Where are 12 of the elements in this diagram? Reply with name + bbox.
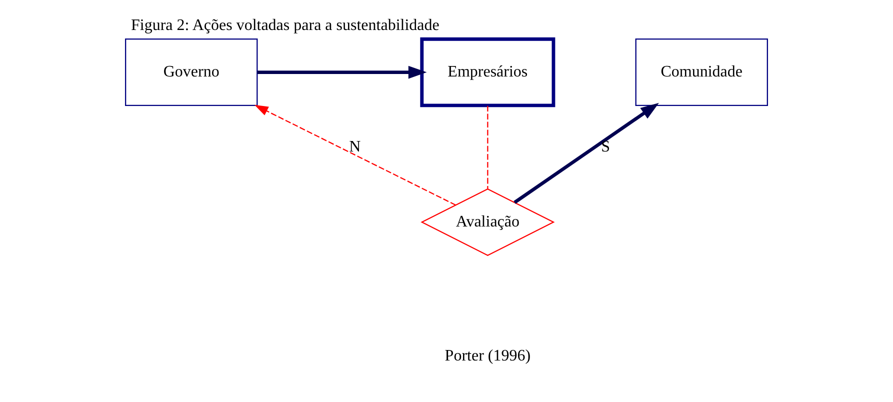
edge-label: N bbox=[349, 138, 361, 156]
node-box: Comunidade bbox=[635, 38, 768, 106]
arrow bbox=[254, 104, 456, 206]
connector bbox=[487, 106, 488, 189]
node-diamond: Avaliação bbox=[420, 188, 555, 256]
edge-label: S bbox=[601, 138, 610, 156]
node-box: Empresários bbox=[420, 37, 556, 108]
arrow bbox=[514, 102, 659, 204]
diagram-title: Figura 2: Ações voltadas para a sustentabilidade bbox=[131, 17, 440, 34]
arrow bbox=[257, 66, 427, 79]
caption: Porter (1996) bbox=[444, 347, 531, 364]
node-box: Governo bbox=[125, 38, 258, 106]
